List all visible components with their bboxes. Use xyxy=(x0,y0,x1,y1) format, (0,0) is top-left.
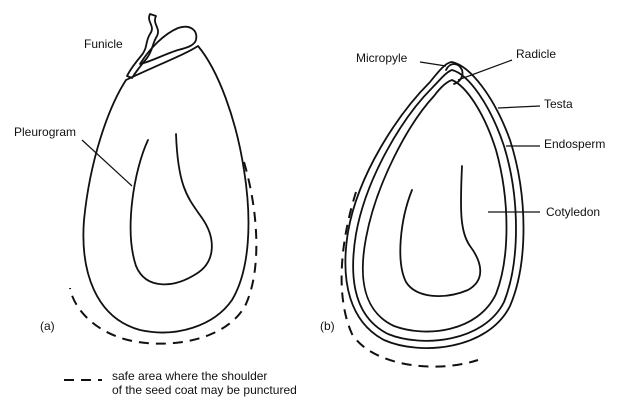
cotyledon-body xyxy=(363,80,507,332)
seed-b: Micropyle Radicle Testa Endosperm Cotyle… xyxy=(320,47,605,367)
label-radicle: Radicle xyxy=(516,47,556,61)
panel-label-a: (a) xyxy=(40,319,55,333)
legend-line2: of the seed coat may be punctured xyxy=(112,383,297,397)
micropyle-pointer xyxy=(420,62,446,66)
seed-a-outline xyxy=(83,46,248,332)
testa-pointer xyxy=(498,106,540,108)
label-cotyledon: Cotyledon xyxy=(546,205,600,219)
label-micropyle: Micropyle xyxy=(356,51,408,65)
safe-area-dashed-a xyxy=(70,162,256,344)
cotyledon-b xyxy=(400,166,480,296)
label-pleurogram: Pleurogram xyxy=(14,125,76,139)
label-funicle: Funicle xyxy=(84,37,123,51)
label-testa: Testa xyxy=(544,97,573,111)
panel-label-b: (b) xyxy=(320,319,335,333)
seed-a: Funicle Pleurogram (a) xyxy=(14,14,256,344)
hilum-cap xyxy=(140,27,196,64)
legend-line1: safe area where the shoulder xyxy=(112,369,267,383)
cotyledon-a xyxy=(131,134,212,284)
legend: safe area where the shoulder of the seed… xyxy=(64,369,297,397)
label-endosperm: Endosperm xyxy=(544,137,605,151)
